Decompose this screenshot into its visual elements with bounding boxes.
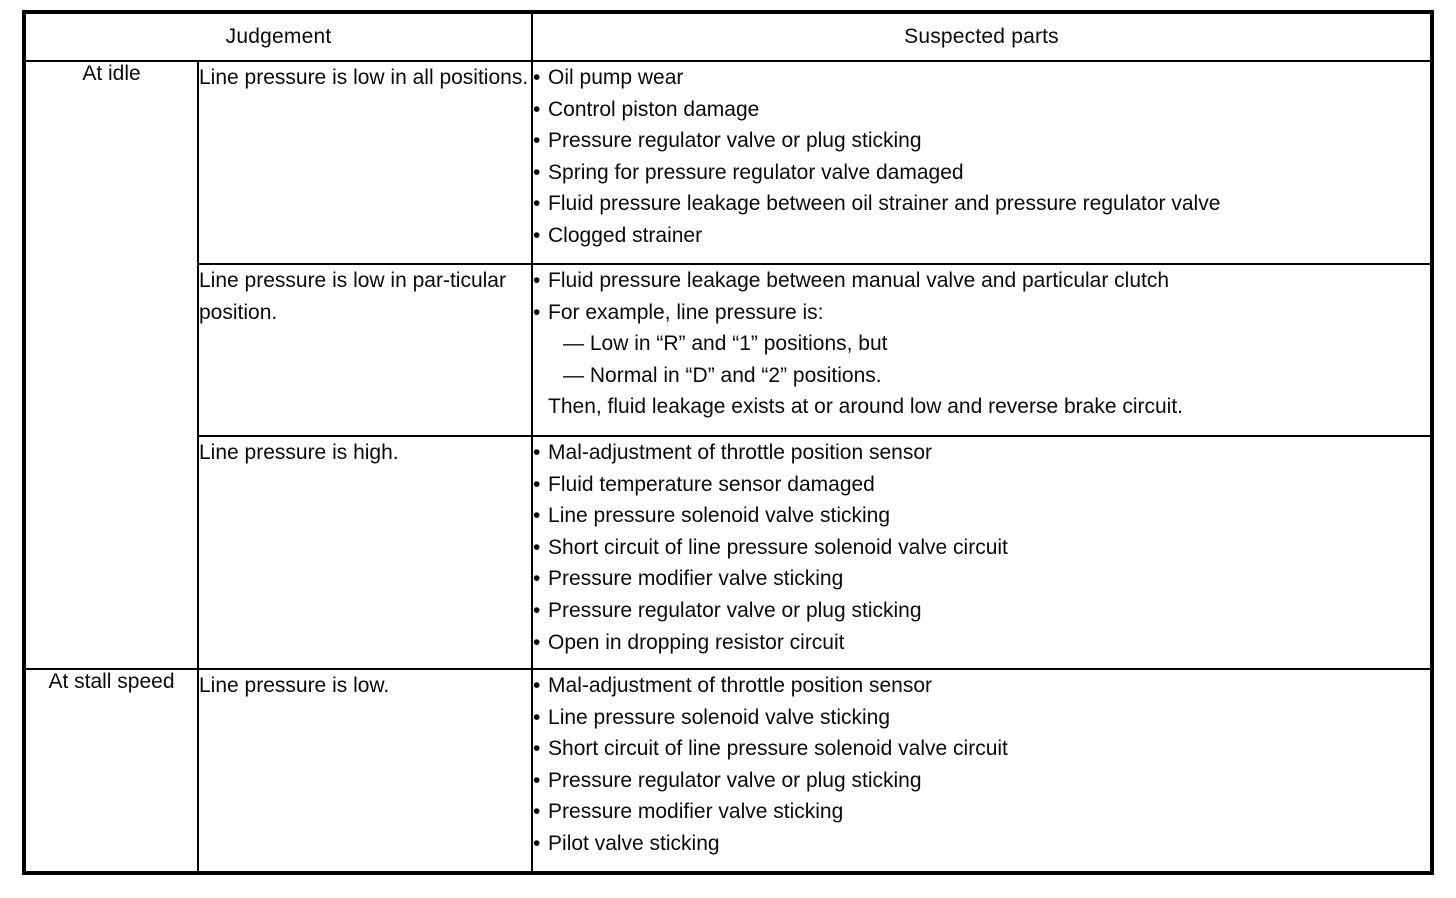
part-text: Open in dropping resistor circuit	[548, 630, 845, 654]
part-item: • Line pressure solenoid valve sticking	[533, 500, 1430, 532]
part-text: Oil pump wear	[548, 66, 684, 89]
table-row: Line pressure is high. • Mal-adjustment o…	[24, 435, 1434, 670]
judgement-cell: Line pressure is high.	[196, 435, 534, 670]
part-text: Pressure regulator valve or plug stickin…	[548, 768, 922, 792]
bullet-icon: •	[533, 674, 541, 697]
bullet-icon: •	[533, 300, 541, 324]
part-text: Control piston damage	[548, 97, 760, 121]
part-item: • Fluid pressure leakage between manual v…	[533, 265, 1430, 297]
part-item-sub: — Normal in “D” and “2” positions.	[533, 360, 1430, 392]
part-item: • Oil pump wear	[533, 62, 1430, 94]
parts-cell: • Mal-adjustment of throttle position sen…	[531, 435, 1434, 670]
bullet-icon: •	[533, 223, 541, 247]
part-text: Mal-adjustment of throttle position sens…	[548, 674, 933, 697]
bullet-icon: •	[533, 441, 541, 464]
bullet-icon: •	[533, 192, 541, 216]
part-item: • Spring for pressure regulator valve dam…	[533, 157, 1430, 189]
part-item-continuation: Then, fluid leakage exists at or around …	[533, 391, 1430, 423]
part-item: • Pressure regulator valve or plug sticki…	[533, 125, 1430, 157]
part-text: Then, fluid leakage exists at or around …	[548, 395, 1184, 419]
part-text: Line pressure solenoid valve sticking	[548, 705, 891, 729]
judgement-cell: Line pressure is low.	[196, 668, 534, 874]
part-text: Mal-adjustment of throttle position sens…	[548, 441, 933, 464]
part-text: — Low in “R” and “1” positions, but	[563, 332, 888, 356]
part-text: Fluid temperature sensor damaged	[548, 472, 875, 496]
bullet-icon: •	[533, 160, 541, 184]
part-text: Line pressure solenoid valve sticking	[548, 504, 891, 528]
bullet-icon: •	[533, 129, 541, 153]
part-text: Pressure regulator valve or plug stickin…	[548, 129, 922, 153]
part-text: Fluid pressure leakage between manual va…	[548, 269, 1170, 292]
table-header-row: Judgement Suspected parts	[22, 11, 1434, 62]
bullet-icon: •	[533, 598, 541, 622]
bullet-icon: •	[533, 705, 541, 729]
part-item: • Mal-adjustment of throttle position sen…	[533, 670, 1430, 702]
table-row: At idle Line pressure is low in all posi…	[23, 60, 1434, 670]
part-text: Clogged strainer	[548, 223, 703, 247]
bullet-icon: •	[533, 800, 541, 824]
part-item: • Fluid pressure leakage between oil stra…	[533, 188, 1430, 220]
part-text: Pressure regulator valve or plug stickin…	[548, 598, 922, 622]
part-item: • Pressure modifier valve sticking	[533, 796, 1430, 828]
part-item: • Short circuit of line pressure solenoid…	[533, 733, 1430, 765]
bullet-icon: •	[533, 504, 541, 528]
part-text: Pilot valve sticking	[548, 831, 720, 855]
part-text: Spring for pressure regulator valve dama…	[548, 160, 964, 184]
part-item-sub: — Low in “R” and “1” positions, but	[533, 328, 1430, 360]
judgement-cell: Line pressure is low in all positions.	[196, 60, 534, 265]
table-row: At stall speed Line pressure is low. • Ma…	[23, 668, 1434, 874]
part-item: • Clogged strainer	[533, 220, 1430, 252]
part-item: • Pressure regulator valve or plug sticki…	[533, 765, 1430, 797]
part-item: • Mal-adjustment of throttle position sen…	[533, 437, 1430, 469]
suspected-parts-header: Suspected parts	[531, 11, 1434, 62]
part-item: • Open in dropping resistor circuit	[533, 627, 1430, 659]
bullet-icon: •	[533, 472, 541, 496]
part-text: Short circuit of line pressure solenoid …	[548, 535, 1008, 559]
part-item: • Short circuit of line pressure solenoid…	[533, 532, 1430, 564]
part-item: • Fluid temperature sensor damaged	[533, 469, 1430, 501]
part-item: • Pressure modifier valve sticking	[533, 563, 1430, 595]
bullet-icon: •	[533, 567, 541, 591]
judgement-cell: Line pressure is low in par-ticular posi…	[196, 263, 534, 437]
condition-cell-at-stall-speed: At stall speed	[23, 668, 199, 874]
part-text: Short circuit of line pressure solenoid …	[548, 737, 1008, 761]
bullet-icon: •	[533, 768, 541, 792]
bullet-icon: •	[533, 630, 541, 654]
part-text: Fluid pressure leakage between oil strai…	[548, 192, 1221, 216]
part-text: For example, line pressure is:	[548, 300, 824, 324]
bullet-icon: •	[533, 831, 541, 855]
part-text: Pressure modifier valve sticking	[548, 800, 844, 824]
bullet-icon: •	[533, 97, 541, 121]
table-row: Line pressure is low in par-ticular posi…	[24, 263, 1434, 437]
parts-cell: • Mal-adjustment of throttle position sen…	[531, 668, 1434, 874]
bullet-icon: •	[533, 66, 541, 89]
condition-cell-at-idle: At idle	[23, 60, 199, 670]
part-item: • Pressure regulator valve or plug sticki…	[533, 595, 1430, 627]
parts-cell: • Fluid pressure leakage between manual v…	[531, 263, 1434, 437]
parts-cell: • Oil pump wear • Control piston damage • P…	[531, 60, 1434, 265]
part-item: • Pilot valve sticking	[533, 828, 1430, 860]
bullet-icon: •	[533, 737, 541, 761]
part-text: Pressure modifier valve sticking	[548, 567, 844, 591]
judgement-header: Judgement	[22, 11, 534, 62]
diagnosis-table: Judgement Suspected parts At idle Line p…	[22, 10, 1435, 875]
part-text: — Normal in “D” and “2” positions.	[563, 363, 882, 387]
scanned-page: Judgement Suspected parts At idle Line p…	[22, 10, 1435, 875]
part-item: • Line pressure solenoid valve sticking	[533, 702, 1430, 734]
bullet-icon: •	[533, 535, 541, 559]
part-item: • For example, line pressure is:	[533, 297, 1430, 329]
part-item: • Control piston damage	[533, 94, 1430, 126]
bullet-icon: •	[533, 269, 541, 292]
